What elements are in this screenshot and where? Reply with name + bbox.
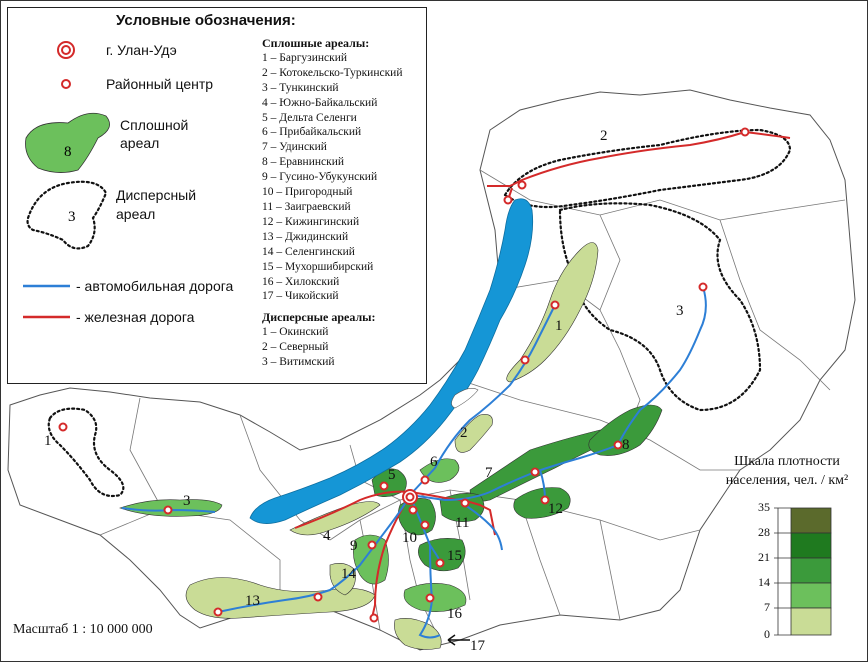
solid-area-item: 1 – Баргузинский (262, 51, 348, 64)
solid-area-item: 14 – Селенгинский (262, 245, 355, 258)
label-solid-4: 4 (323, 528, 331, 544)
density-tick: 21 (758, 550, 770, 564)
label-dispersed-3: 3 (676, 303, 684, 319)
legend-symbols: 8 3 (23, 41, 110, 319)
label-solid-11: 11 (455, 515, 469, 531)
label-solid-13: 13 (245, 593, 260, 609)
solid-area-symbol (25, 112, 110, 173)
lake-baikal (249, 198, 534, 524)
legend-dispersed-area-label-1: Дисперсный (116, 187, 197, 203)
label-solid-17: 17 (470, 638, 486, 654)
label-solid-8: 8 (622, 437, 630, 453)
density-tick: 28 (758, 525, 770, 539)
dispersed-area-symbol-num: 3 (68, 209, 76, 225)
density-tick: 0 (764, 627, 770, 641)
legend-dispersed-area-label-2: ареал (116, 206, 156, 222)
solid-area-khilok (403, 583, 467, 612)
solid-area-south-baikal (289, 501, 381, 536)
label-dispersed-1: 1 (44, 433, 52, 449)
label-solid-2: 2 (460, 425, 468, 441)
dispersed-area-okinsky (47, 407, 125, 498)
density-scale-title: Шкала плотности населения, чел. / км² (708, 452, 866, 490)
solid-area-item: 10 – Пригородный (262, 186, 353, 199)
legend-district-center-label: Районный центр (106, 76, 214, 92)
solid-area-item: 11 – Заиграевский (262, 200, 351, 213)
olkhon-island (451, 388, 479, 409)
capital-symbol (57, 41, 75, 59)
dispersed-area-vitimsky (558, 202, 762, 412)
solid-area-gusino (353, 534, 389, 585)
label-solid-5: 5 (388, 467, 396, 483)
legend-capital-label: г. Улан-Удэ (106, 42, 177, 58)
solid-area-selenginsky (329, 563, 356, 596)
label-solid-16: 16 (447, 606, 463, 622)
legend-title: Условные обозначения: (116, 12, 296, 29)
solid-area-item: 15 – Мухоршибирский (262, 260, 374, 273)
label-solid-10: 10 (402, 530, 417, 546)
solid-areas-header: Сплошные ареалы: (262, 36, 370, 50)
density-tick: 7 (764, 600, 770, 614)
solid-area-item: 3 – Тункинский (262, 81, 339, 94)
dispersed-area-item: 1 – Окинский (262, 326, 329, 339)
solid-area-kotokel (454, 414, 493, 453)
density-scale-title-line-1: Шкала плотности (734, 454, 840, 469)
label-solid-9: 9 (350, 538, 358, 554)
label-solid-15: 15 (447, 548, 462, 564)
legend-area-list: Сплошные ареалы: 1 – Баргузинский 2 – Ко… (262, 36, 403, 370)
density-scale-bar (774, 507, 832, 636)
solid-area-item: 5 – Дельта Селенги (262, 111, 357, 124)
solid-area-item: 6 – Прибайкальский (262, 126, 362, 139)
solid-area-item: 9 – Гусино-Убукунский (262, 171, 378, 184)
label-solid-7: 7 (485, 465, 493, 481)
solid-area-item: 4 – Южно-Байкальский (262, 96, 378, 109)
legend-solid-area-label-1: Сплошной (120, 117, 189, 133)
district-center-symbol (61, 79, 71, 89)
chikoy-arrow (447, 634, 470, 646)
legend-solid-area-label-2: ареал (120, 135, 160, 151)
solid-area-item: 13 – Джидинский (262, 230, 349, 243)
dispersed-area-item: 3 – Витимский (262, 356, 335, 369)
label-solid-14: 14 (341, 566, 357, 582)
density-tick: 35 (758, 500, 770, 514)
legend-railway-label: - железная дорога (76, 309, 195, 325)
solid-area-chikoysky (394, 618, 442, 650)
solid-area-item: 8 – Еравнинский (262, 156, 345, 169)
legend-road-label: - автомобильная дорога (76, 278, 234, 294)
density-tick: 14 (758, 575, 770, 589)
label-solid-6: 6 (430, 454, 438, 470)
solid-area-item: 12 – Кижингинский (262, 215, 360, 228)
solid-area-item: 7 – Удинский (262, 141, 327, 154)
label-solid-3: 3 (183, 493, 191, 509)
district-centers (58, 127, 750, 623)
label-solid-12: 12 (548, 501, 563, 517)
solid-area-item: 17 – Чикойский (262, 290, 339, 303)
solid-area-symbol-num: 8 (64, 144, 72, 160)
legend: Условные обозначения: 8 3 г. Улан-Удэ Ра… (7, 7, 427, 384)
dispersed-areas (47, 128, 792, 498)
density-scale-title-line-2: населения, чел. / км² (725, 473, 849, 488)
dispersed-area-severny (503, 128, 792, 209)
label-dispersed-2: 2 (600, 128, 608, 144)
ulan-ude-marker (402, 489, 418, 505)
map-scale: Масштаб 1 : 10 000 000 (13, 622, 153, 637)
label-solid-1: 1 (555, 318, 563, 334)
dispersed-areas-header: Дисперсные ареалы: (262, 310, 376, 325)
dispersed-area-item: 2 – Северный (262, 341, 329, 354)
solid-area-item: 2 – Котокельско-Туркинский (262, 66, 403, 79)
map-labels: 1 2 3 1 2 3 4 5 6 7 8 9 10 11 12 13 14 1… (44, 128, 684, 654)
dispersed-area-symbol (26, 180, 108, 250)
solid-area-item: 16 – Хилокский (262, 275, 340, 288)
